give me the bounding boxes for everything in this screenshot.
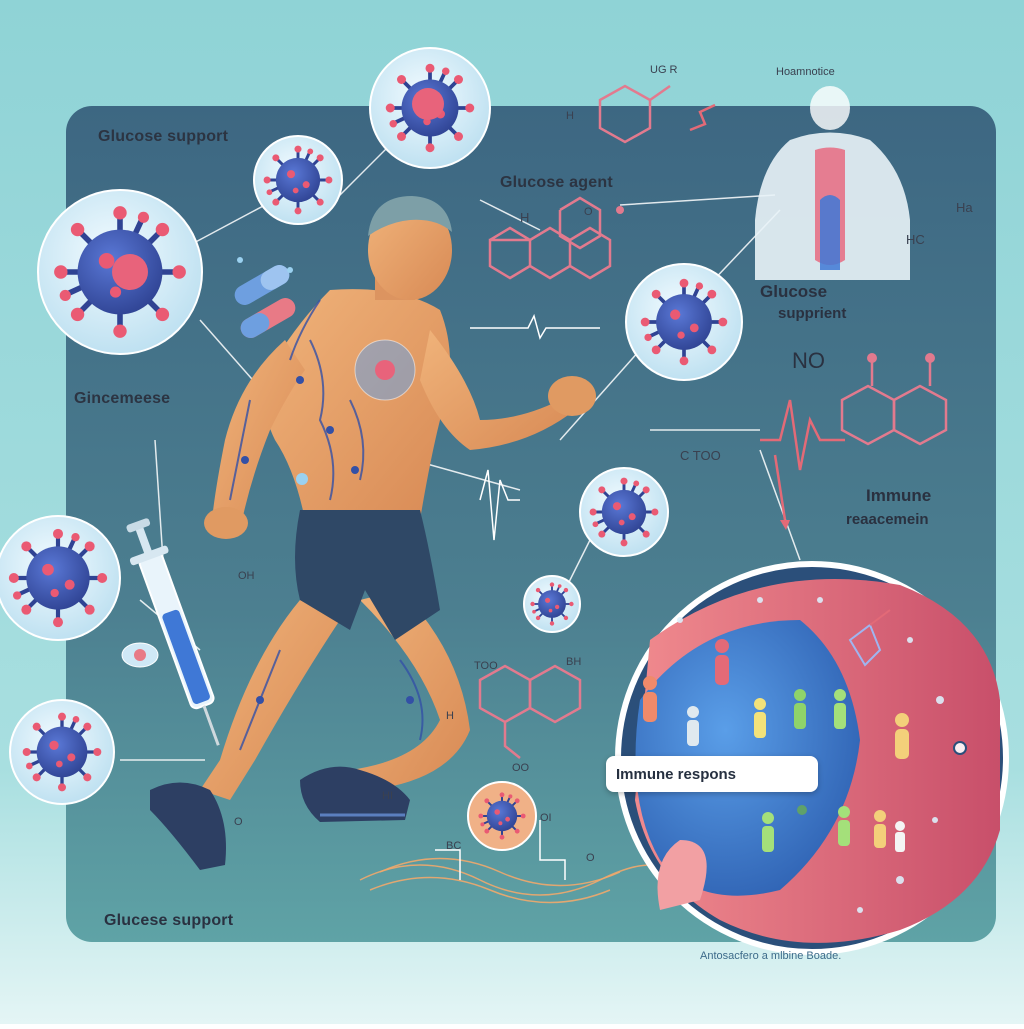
chem-ug: UG R: [650, 64, 678, 76]
immune-cell-figures: [643, 639, 909, 852]
virus-bubble-left-large: [37, 189, 203, 355]
virus-bubble-top: [369, 47, 491, 169]
virus-bubble-mid-right: [579, 467, 669, 557]
virus-bubble-bottom-orange: [467, 781, 537, 851]
label-glucose-supprient-1: Glucose: [760, 282, 828, 301]
chem-structures: [478, 84, 948, 759]
chem-bh: BH: [566, 656, 582, 668]
label-footer-caption: Antosacfero a mlbine Boade.: [700, 950, 842, 962]
virus-bubble-upper-left: [253, 135, 343, 225]
chem-oh: OH: [238, 570, 255, 582]
virus-bubble-left-mid: [0, 515, 121, 641]
chem-hc: HC: [906, 232, 925, 247]
chem-ha: Ha: [956, 200, 973, 215]
label-immune-2: reaacemein: [846, 511, 929, 528]
virus-bubble-center-small: [523, 575, 581, 633]
virus-bubble-left-bottom: [9, 699, 115, 805]
chem-oo: OO: [512, 762, 530, 774]
runner-figure: [150, 196, 596, 870]
callout-immune-response: Immune respons: [606, 756, 818, 792]
virus-bubble-right: [625, 263, 743, 381]
chem-oi: OI: [540, 812, 552, 824]
label-glucose-supprient-2: supprient: [778, 305, 847, 322]
label-glucomese: Gincemeese: [74, 390, 171, 407]
chem-c-too: C TOO: [680, 448, 721, 463]
chem-too: TOO: [474, 660, 498, 672]
label-glucose-agent: Glucose agent: [500, 174, 613, 191]
chem-hl: HI: [382, 790, 393, 802]
chem-h-mid: H: [446, 710, 454, 722]
capsule-pills: [234, 265, 296, 338]
chem-o-bottom-2: O: [586, 852, 595, 864]
label-immune-1: Immune: [866, 486, 932, 505]
chem-h-left: H: [520, 210, 530, 225]
label-no: NO: [792, 348, 825, 373]
label-glucose-support-bottom: Glucese support: [104, 912, 234, 929]
syringe: [126, 518, 220, 746]
ecg-traces: [470, 313, 600, 541]
chem-h-top: H: [566, 110, 574, 122]
chem-bc: BC: [446, 840, 462, 852]
arrows: [689, 103, 787, 521]
chem-o-small: O: [584, 206, 593, 218]
ecg-trace-red: [760, 399, 845, 471]
body-silhouette: [755, 86, 910, 280]
chem-o-bottom: O: [234, 816, 243, 828]
wave-lines: [359, 857, 681, 904]
label-hormone: Hoamnotice: [776, 66, 835, 78]
label-glucose-support-top: Glucose support: [98, 128, 229, 145]
